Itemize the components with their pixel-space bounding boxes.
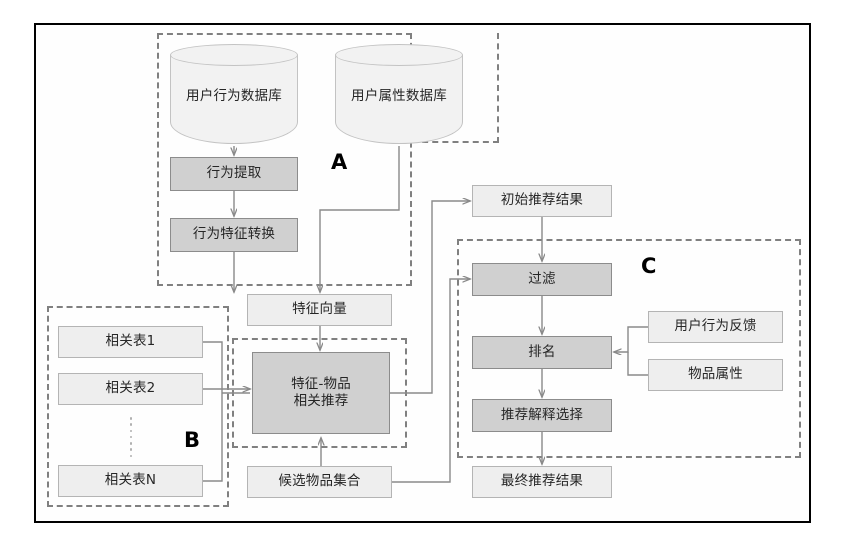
group-a-dashed-box [157,33,412,286]
db-user-attribute-top [335,44,463,66]
node-behavior-feature-transform: 行为特征转换 [170,218,298,252]
node-feature-item-rec-line2: 相关推荐 [293,393,349,409]
db-user-attribute-label: 用户属性数据库 [351,88,447,104]
node-candidate-item-set: 候选物品集合 [247,466,392,498]
node-related-table-n: 相关表N [58,465,203,497]
node-rec-explain-select: 推荐解释选择 [472,399,612,432]
group-b-label: B [184,428,201,452]
node-final-rec-result: 最终推荐结果 [472,466,612,498]
node-filter: 过滤 [472,263,612,296]
db-user-behavior: 用户行为数据库 [170,44,298,144]
node-related-table-2-label: 相关表2 [105,380,156,397]
node-related-table-1-label: 相关表1 [105,333,156,350]
group-c-label: C [641,254,657,278]
node-related-table-n-label: 相关表N [104,472,157,489]
node-ranking: 排名 [472,336,612,369]
node-feature-vector: 特征向量 [247,294,392,326]
node-related-table-2: 相关表2 [58,373,203,405]
related-table-ellipsis [129,417,133,457]
node-feature-item-rec-line1: 特征-物品 [291,375,351,392]
db-user-attribute-body [335,55,463,144]
node-behavior-extract: 行为提取 [170,157,298,191]
group-b-dashed-box [47,306,229,507]
group-a-label: A [331,150,348,174]
db-user-behavior-top [170,44,298,66]
group-a2-dashed-box [412,33,499,143]
db-user-behavior-label: 用户行为数据库 [186,88,282,104]
node-item-attribute: 物品属性 [648,359,783,391]
node-related-table-1: 相关表1 [58,326,203,358]
node-user-behavior-feedback: 用户行为反馈 [648,311,783,343]
db-user-attribute: 用户属性数据库 [335,44,463,144]
node-feature-item-recommendation: 特征-物品 相关推荐 [252,352,390,434]
node-initial-rec-result: 初始推荐结果 [472,185,612,217]
db-user-behavior-body [170,55,298,144]
